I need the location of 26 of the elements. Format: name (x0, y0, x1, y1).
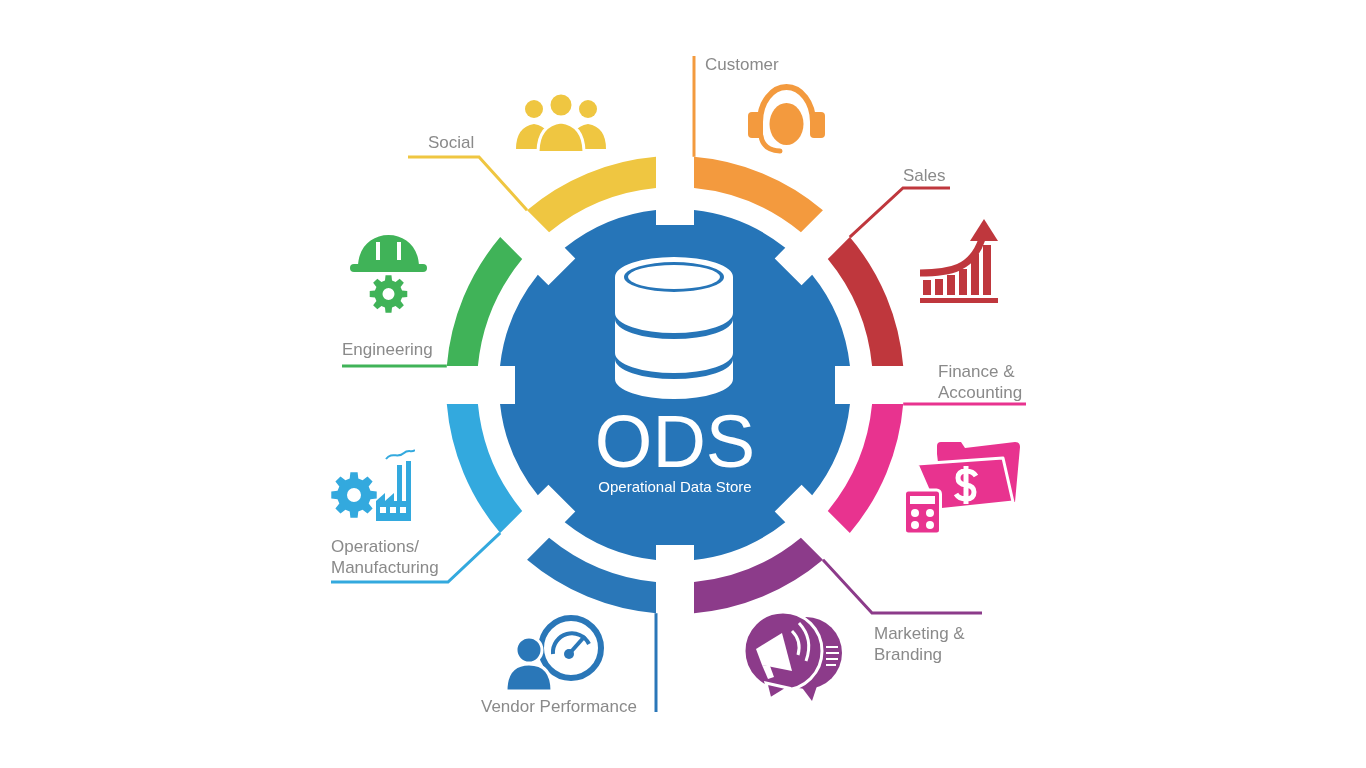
arc-segment (694, 156, 823, 233)
arc-segment (446, 237, 523, 366)
leader-line (654, 613, 658, 712)
arc-segment (446, 404, 523, 533)
leader-line (408, 155, 529, 212)
leader-line (331, 531, 502, 584)
arc-segment (694, 537, 823, 614)
segment-label: Engineering (342, 338, 433, 360)
arc-segment (827, 404, 904, 533)
segment-label: Vendor Performance (481, 695, 637, 717)
leader-line (903, 402, 1026, 406)
hub-title: ODS (594, 409, 756, 476)
segment-label: Finance & Accounting (938, 361, 1024, 403)
arc-segment (827, 237, 904, 366)
arc-segment (527, 156, 656, 233)
segment-label: Customer (705, 53, 779, 75)
leader-line (342, 364, 447, 368)
arc-segment (527, 537, 656, 614)
segment-label: Marketing & Branding (874, 622, 966, 665)
leader-line (821, 558, 982, 615)
leader-line (848, 186, 950, 239)
hub-subtitle: Operational Data Store (598, 478, 752, 496)
leader-line (692, 56, 696, 157)
segment-label: Social (428, 131, 475, 153)
segment-label: Operations/ Manufacturing (331, 535, 440, 578)
segment-label: Sales (903, 164, 946, 186)
